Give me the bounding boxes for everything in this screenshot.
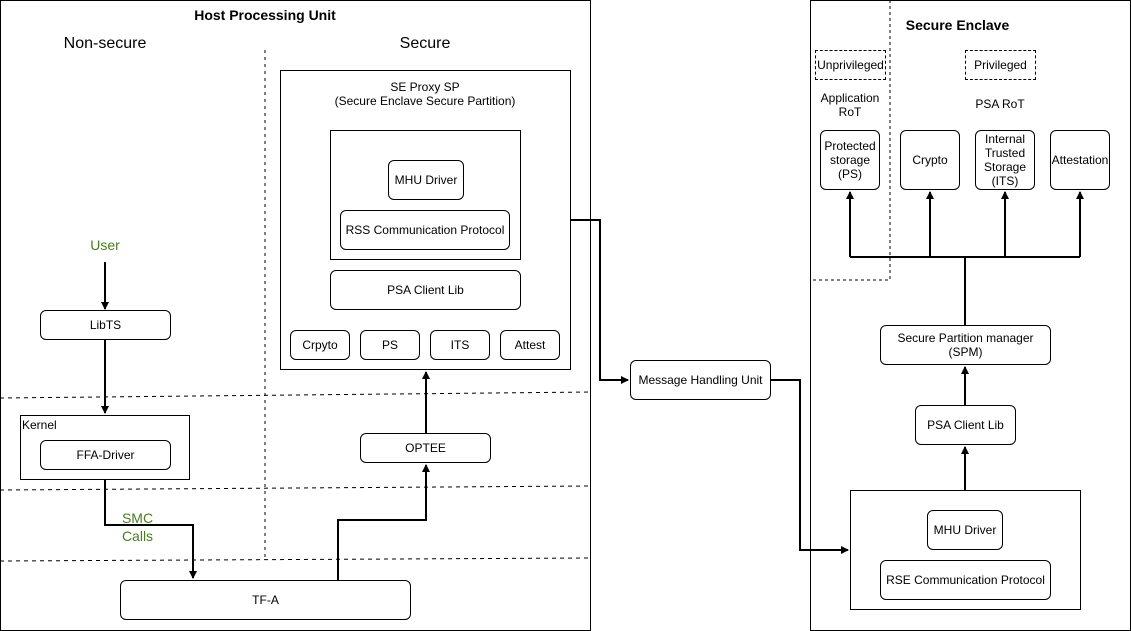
its-box: Internal Trusted Storage (ITS) bbox=[975, 130, 1035, 190]
tfa-box: TF-A bbox=[120, 580, 411, 620]
protected-storage-box: Protected storage (PS) bbox=[820, 130, 880, 190]
privileged-tag: Privileged bbox=[965, 50, 1036, 80]
smc-calls-label: SMC Calls bbox=[121, 510, 154, 544]
host-processing-unit-title: Host Processing Unit bbox=[194, 7, 336, 23]
unprivileged-tag: Unprivileged bbox=[815, 50, 886, 80]
enclave-mhu-driver: MHU Driver bbox=[927, 510, 1003, 550]
message-handling-unit-box: Message Handling Unit bbox=[630, 360, 771, 400]
se-proxy-psa-client-lib: PSA Client Lib bbox=[330, 270, 521, 310]
user-label: User bbox=[90, 237, 120, 253]
rse-communication-protocol: RSE Communication Protocol bbox=[880, 560, 1051, 600]
service-crypto: Crpyto bbox=[290, 330, 350, 360]
optee-box: OPTEE bbox=[360, 433, 491, 463]
service-ps: PS bbox=[360, 330, 420, 360]
kernel-label: Kernel bbox=[22, 418, 57, 432]
psa-rot-label: PSA RoT bbox=[975, 97, 1025, 111]
service-its: ITS bbox=[430, 330, 490, 360]
se-proxy-sp-title: SE Proxy SP (Secure Enclave Secure Parti… bbox=[334, 80, 516, 108]
crypto-box: Crypto bbox=[900, 130, 960, 190]
spm-box: Secure Partition manager (SPM) bbox=[880, 325, 1051, 365]
se-proxy-mhu-driver: MHU Driver bbox=[388, 160, 464, 200]
nonsecure-label: Non-secure bbox=[63, 35, 147, 52]
secure-label: Secure bbox=[399, 35, 451, 52]
service-attest: Attest bbox=[500, 330, 560, 360]
secure-enclave-title: Secure Enclave bbox=[905, 17, 1010, 33]
rss-communication-protocol: RSS Communication Protocol bbox=[340, 210, 510, 250]
application-rot-label: Application RoT bbox=[820, 91, 880, 119]
enclave-psa-client-lib: PSA Client Lib bbox=[915, 405, 1016, 445]
libts-box: LibTS bbox=[40, 310, 171, 340]
ffa-driver-box: FFA-Driver bbox=[40, 440, 171, 470]
attestation-box: Attestation bbox=[1050, 130, 1110, 190]
